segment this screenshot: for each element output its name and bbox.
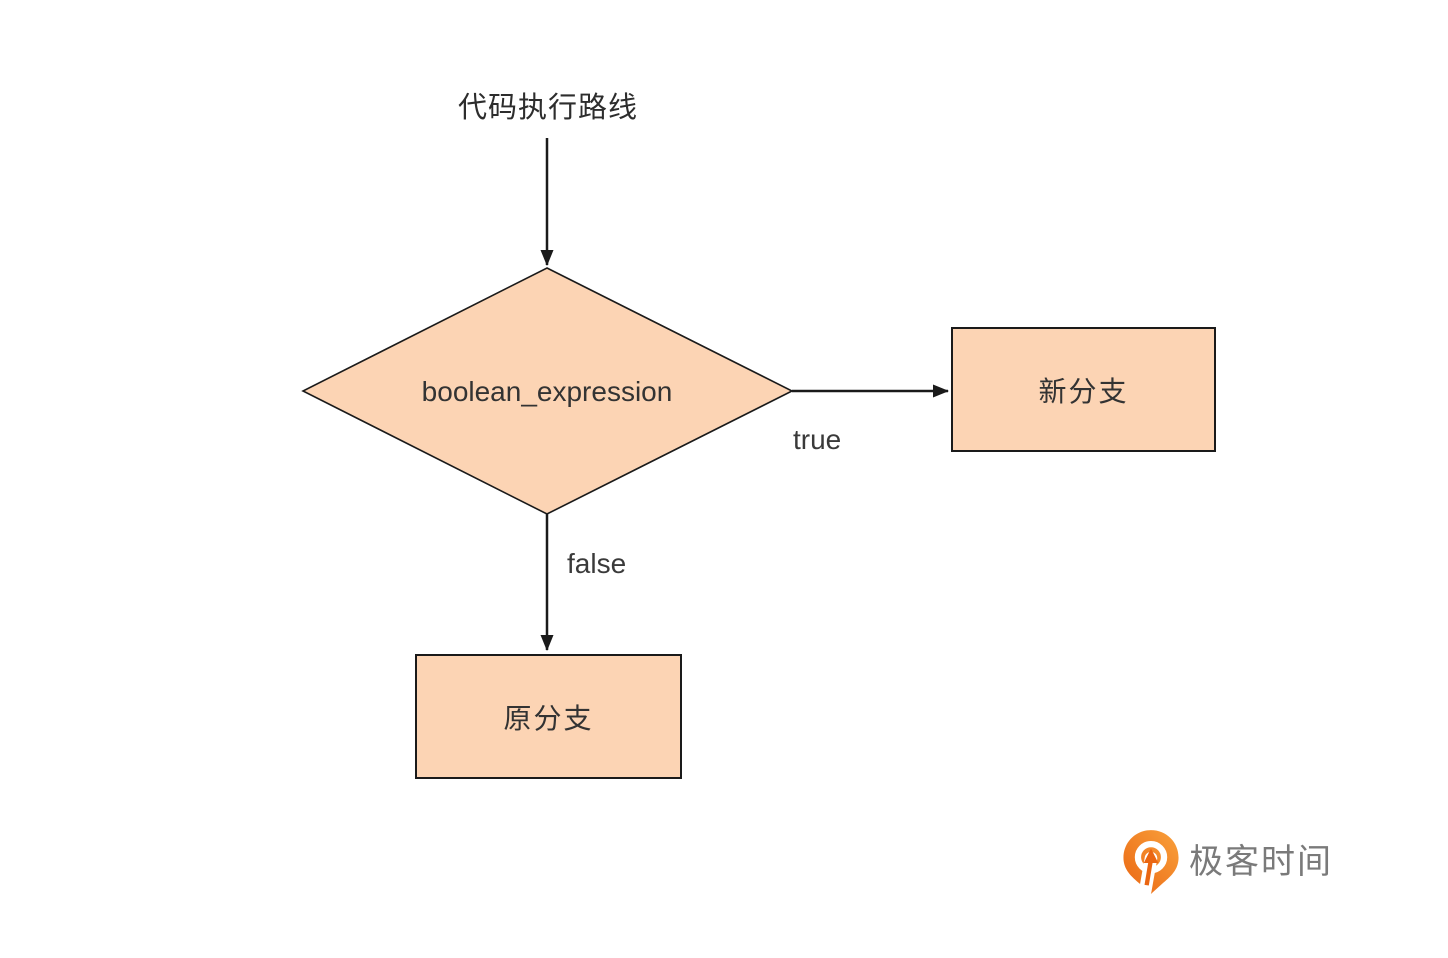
node-new-branch-label: 新分支 (1038, 375, 1129, 407)
edge-label-false: false (567, 548, 627, 579)
geektime-pin-icon (1123, 830, 1179, 895)
node-original-branch: 原分支 (415, 654, 682, 779)
flowchart-title: 代码执行路线 (457, 92, 638, 124)
geektime-logo-text: 极客时间 (1189, 843, 1333, 881)
decision-label: boolean_expression (421, 376, 673, 407)
edge-label-true: true (793, 424, 842, 455)
node-new-branch: 新分支 (951, 327, 1216, 452)
node-original-branch-label: 原分支 (503, 702, 594, 734)
brand-logo: 极客时间 (1122, 829, 1333, 895)
